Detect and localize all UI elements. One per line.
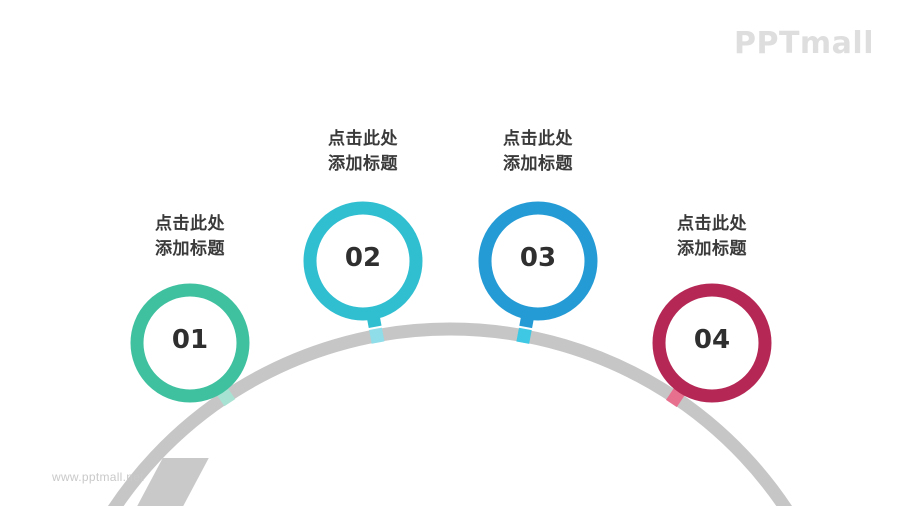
node-rings-group bbox=[130, 201, 772, 403]
node-ring-04[interactable] bbox=[652, 283, 772, 403]
node-number-03[interactable]: 03 bbox=[519, 243, 557, 273]
pptmall-logo: PPTmall bbox=[733, 26, 874, 61]
site-watermark: www.pptmall.net bbox=[52, 470, 144, 484]
node-number-04[interactable]: 04 bbox=[693, 325, 731, 355]
node-ring-02[interactable] bbox=[303, 201, 423, 321]
node-ring-03[interactable] bbox=[478, 201, 598, 321]
node-label-03: 点击此处 添加标题 bbox=[503, 129, 573, 174]
arc-tick-04 bbox=[665, 388, 685, 408]
arc-group bbox=[108, 322, 792, 506]
arc-tick-02 bbox=[369, 327, 385, 344]
arc-tick-01 bbox=[216, 387, 236, 407]
node-label-04: 点击此处 添加标题 bbox=[677, 214, 747, 259]
node-number-02[interactable]: 02 bbox=[344, 243, 382, 273]
gray-arc bbox=[108, 322, 792, 506]
node-label-01: 点击此处 添加标题 bbox=[155, 214, 225, 259]
arc-tick-group bbox=[216, 327, 685, 408]
arc-tick-03 bbox=[516, 327, 532, 344]
node-ring-01[interactable] bbox=[130, 283, 250, 403]
node-label-02: 点击此处 添加标题 bbox=[328, 129, 398, 174]
node-number-01[interactable]: 01 bbox=[171, 325, 209, 355]
